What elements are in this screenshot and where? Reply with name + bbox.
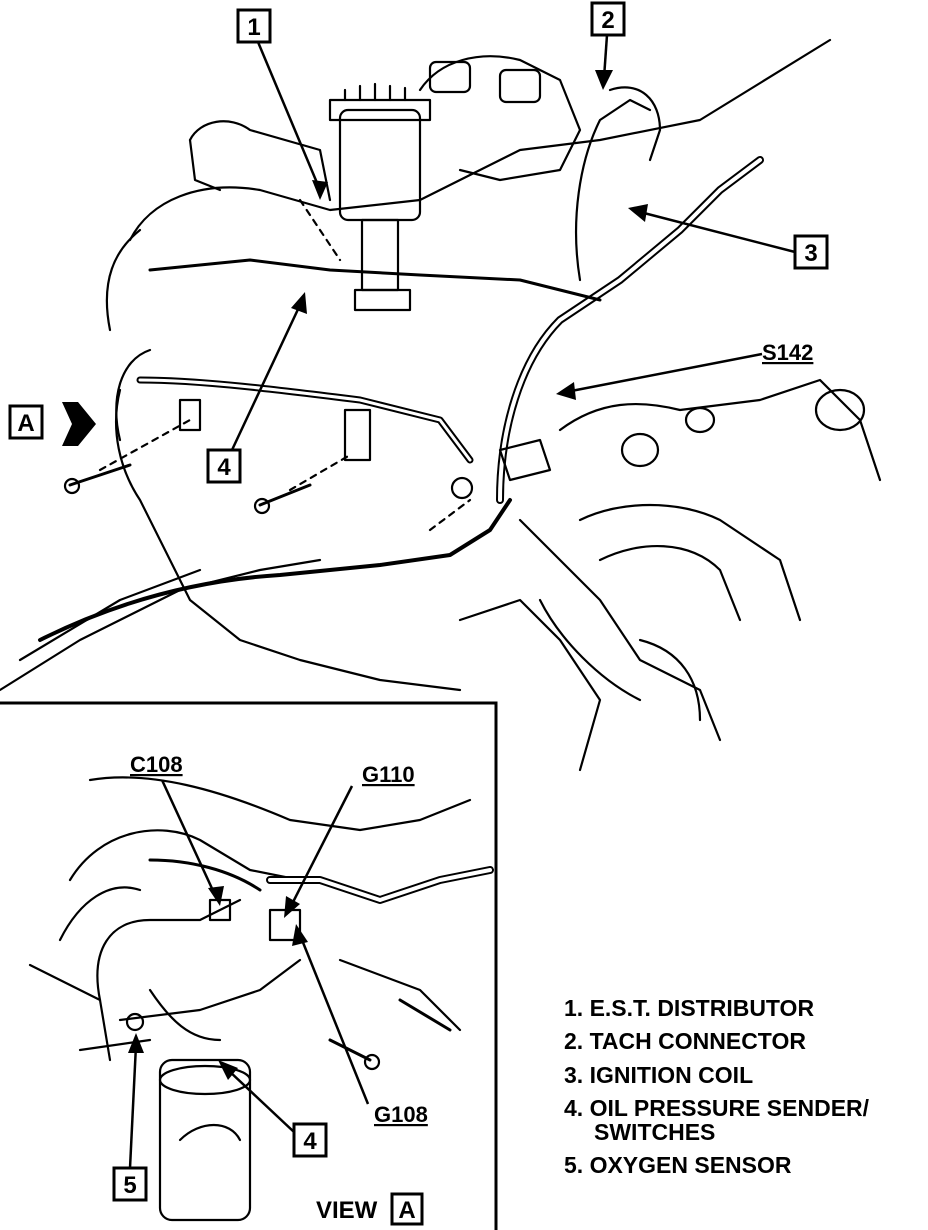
callout-4-number: 4 xyxy=(217,454,231,481)
label-s142: S142 xyxy=(556,340,813,400)
inset-callout-5-number: 5 xyxy=(123,1172,136,1199)
view-a-arrow-icon xyxy=(62,402,96,446)
inset-callout-4-arrowhead-icon xyxy=(218,1060,238,1080)
g108-arrowhead-icon xyxy=(292,924,308,946)
view-a-caption: VIEW A xyxy=(316,1192,424,1226)
callout-1: 1 xyxy=(236,8,328,200)
inset-callout-5-arrowhead-icon xyxy=(128,1033,144,1053)
callout-3-arrowhead-icon xyxy=(628,204,648,222)
view-a-caption-letter: A xyxy=(398,1197,415,1224)
label-g110: G110 xyxy=(284,762,415,918)
s142-arrowhead-icon xyxy=(556,382,576,400)
inset-illustration xyxy=(28,776,494,1222)
c108-text: C108 xyxy=(130,752,183,777)
view-a-inset: C108 G110 G108 4 5 xyxy=(0,701,498,1230)
view-word: VIEW xyxy=(316,1197,378,1224)
legend-item-3: 3. IGNITION COIL xyxy=(564,1062,753,1088)
view-a-marker-letter: A xyxy=(17,410,34,437)
inset-callout-5: 5 xyxy=(112,1033,148,1202)
g110-text: G110 xyxy=(362,762,415,787)
callout-2: 2 xyxy=(590,1,626,90)
engine-illustration xyxy=(0,38,882,772)
legend-item-4-cont: SWITCHES xyxy=(594,1119,715,1145)
callout-4-arrowhead-icon xyxy=(291,292,307,314)
legend-item-2: 2. TACH CONNECTOR xyxy=(564,1028,806,1054)
legend-item-4: 4. OIL PRESSURE SENDER/ xyxy=(564,1095,870,1121)
g108-text: G108 xyxy=(374,1102,428,1127)
callout-4: 4 xyxy=(206,292,307,484)
callout-2-number: 2 xyxy=(601,7,614,34)
label-g108: G108 xyxy=(292,924,428,1127)
inset-callout-4: 4 xyxy=(218,1060,328,1158)
callout-2-arrowhead-icon xyxy=(595,70,613,90)
callout-3: 3 xyxy=(628,204,829,270)
legend: 1. E.S.T. DISTRIBUTOR 2. TACH CONNECTOR … xyxy=(564,995,870,1178)
legend-item-1: 1. E.S.T. DISTRIBUTOR xyxy=(564,995,814,1021)
s142-text: S142 xyxy=(762,340,813,365)
legend-item-5: 5. OXYGEN SENSOR xyxy=(564,1152,792,1178)
callout-1-arrowhead-icon xyxy=(312,180,328,200)
g110-arrowhead-icon xyxy=(284,896,300,918)
label-c108: C108 xyxy=(130,752,224,906)
view-a-marker: A xyxy=(8,402,96,446)
inset-callout-4-number: 4 xyxy=(303,1128,317,1155)
callout-3-number: 3 xyxy=(804,240,817,267)
callout-1-number: 1 xyxy=(247,14,260,41)
c108-arrowhead-icon xyxy=(208,886,224,906)
